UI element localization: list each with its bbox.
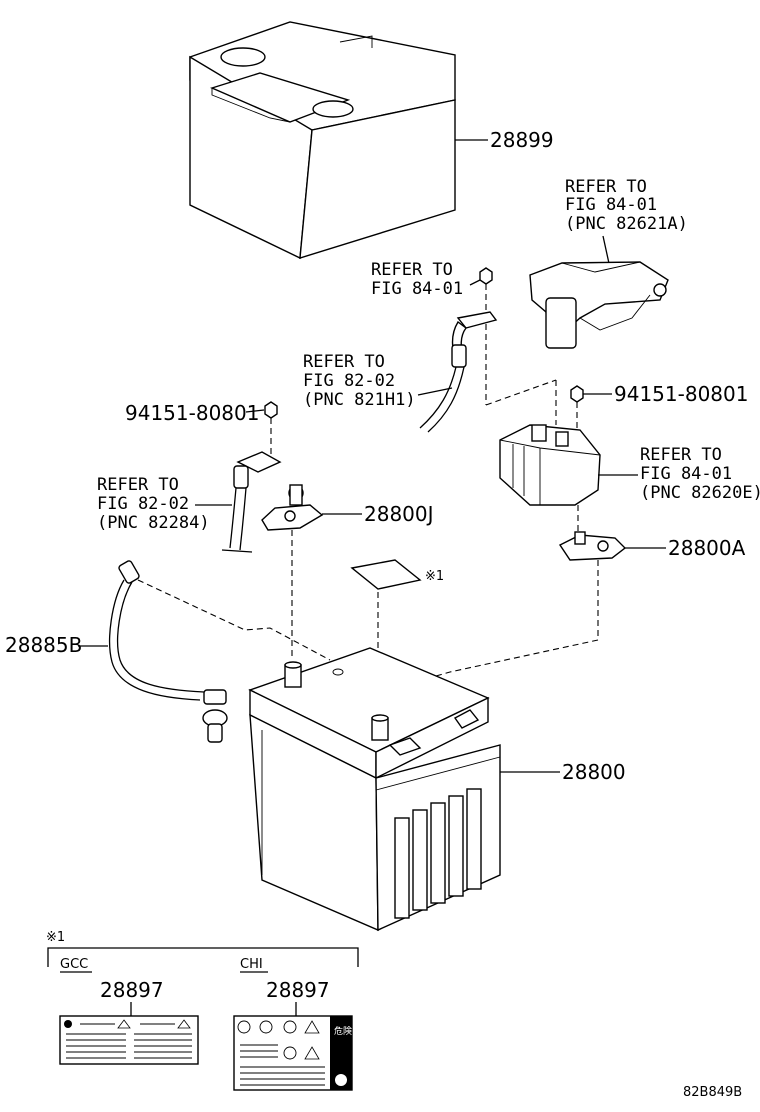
part-number-28800: 28800 [562,760,626,784]
ref-82621a-line3: (PNC 82621A) [565,214,688,234]
ref-82620e-line1: REFER TO [640,445,722,465]
figure-code: 82B849B [683,1085,742,1100]
chi-warning-label: 危険 [233,1015,353,1091]
part-number-28800j: 28800J [364,502,434,526]
battery [248,647,501,932]
gcc-warning-label [59,1015,199,1065]
ground-cable [221,451,282,553]
part-number-28800a: 28800A [668,536,746,560]
warning-label-placement [350,559,422,590]
ref-82284-line3: (PNC 82284) [97,513,210,533]
inset-mark: ※1 [46,930,65,945]
ref-82620e-line2: FIG 84-01 [640,464,732,484]
part-number-94151-left: 94151-80801 [125,401,259,425]
part-number-28899: 28899 [490,128,554,152]
ref-82621a-line1: REFER TO [565,177,647,197]
part-number-28897-chi: 28897 [266,978,330,1002]
inset-gcc: GCC [60,957,88,972]
negative-terminal-clamp [261,484,324,531]
battery-sensor-cable [109,560,228,743]
part-number-28897-gcc: 28897 [100,978,164,1002]
positive-cable [417,311,498,433]
ref-821h1-line1: REFER TO [303,352,385,372]
part-number-94151-right: 94151-80801 [614,382,748,406]
positive-terminal-clamp [558,531,627,561]
ref-82620e-line3: (PNC 82620E) [640,483,760,503]
battery-insulator [189,21,456,260]
ref-84-01-line1: REFER TO [371,260,453,280]
inset-chi: CHI [240,957,263,972]
top-bolt [479,267,493,405]
ref-82621a-line2: FIG 84-01 [565,195,657,215]
ref-821h1-line2: FIG 82-02 [303,371,395,391]
ref-82284-line2: FIG 82-02 [97,494,189,514]
ref-821h1-line3: (PNC 821H1) [303,390,416,410]
label-inset: ※1 GCC CHI 28897 28897 [46,930,359,1091]
chi-label-chars: 危険 [334,1025,352,1037]
fusible-link-cover [529,261,669,349]
ref-82284-line1: REFER TO [97,475,179,495]
part-number-28885b: 28885B [5,633,82,657]
right-bolt [570,385,584,430]
left-bolt [264,401,278,460]
fusible-link-block [499,380,601,506]
ref-84-01-line2: FIG 84-01 [371,279,463,299]
note-mark: ※1 [425,569,444,584]
